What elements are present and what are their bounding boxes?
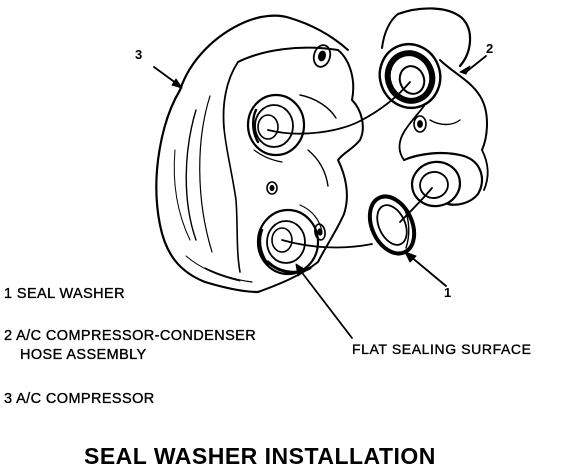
hose-assembly bbox=[378, 7, 489, 208]
callout-leaders bbox=[153, 55, 487, 339]
legend-item-hose-assembly: 2 A/C COMPRESSOR-CONDENSER bbox=[4, 328, 257, 344]
upper-compressor-port bbox=[246, 93, 306, 157]
legend-item-compressor: 3 A/C COMPRESSOR bbox=[4, 391, 155, 407]
legend-item-hose-assembly-cont: HOSE ASSEMBLY bbox=[20, 347, 147, 363]
lower-compressor-port bbox=[256, 208, 320, 276]
callout-2: 2 bbox=[486, 41, 494, 56]
compressor-body bbox=[155, 14, 364, 294]
legend-item-seal-washer: 1 SEAL WASHER bbox=[4, 286, 125, 302]
flat-sealing-surface-label: FLAT SEALING SURFACE bbox=[352, 341, 532, 357]
figure-caption: SEAL WASHER INSTALLATION bbox=[84, 443, 436, 469]
callout-3: 3 bbox=[135, 47, 143, 62]
callout-1: 1 bbox=[444, 285, 452, 300]
seal-washer bbox=[367, 194, 417, 256]
alignment-lines bbox=[267, 81, 433, 249]
